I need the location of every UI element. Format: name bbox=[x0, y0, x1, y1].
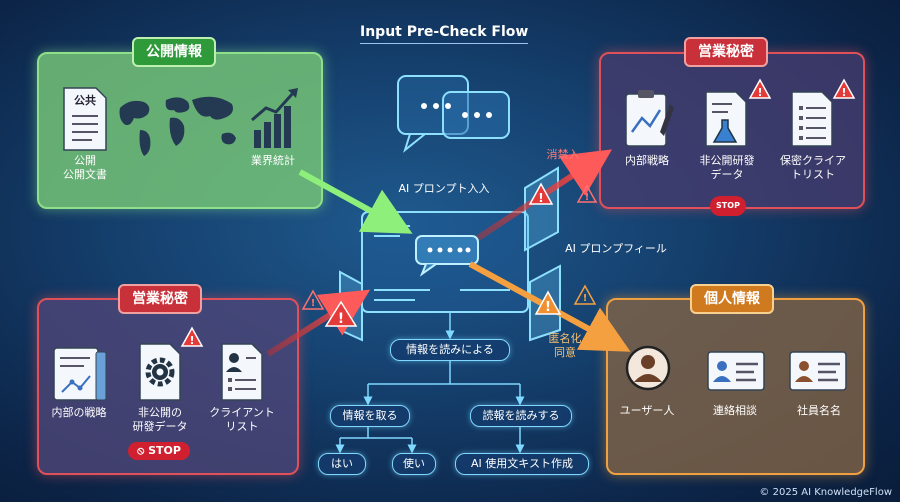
alert-icon: ! bbox=[748, 78, 772, 99]
alert-icon: ! bbox=[180, 326, 204, 347]
stop-label: STOP bbox=[148, 444, 181, 457]
svg-text:!: ! bbox=[311, 298, 316, 309]
stop-badge: ⦸ STOP bbox=[128, 442, 190, 460]
user-avatar-icon bbox=[625, 345, 671, 391]
prompt-filter-label: AI プロンプフィール bbox=[565, 242, 667, 255]
flow-yes-node: はい bbox=[318, 453, 366, 475]
svg-text:!: ! bbox=[757, 86, 762, 99]
public-doc-header: 公共 bbox=[74, 94, 96, 107]
warning-icon: ! bbox=[534, 290, 562, 315]
no-entry-icon: ⦸ bbox=[137, 444, 149, 457]
client-list-label-bottom-b: リスト bbox=[225, 420, 259, 433]
prohibited-label: 消禁入 bbox=[546, 148, 580, 161]
public-doc-label-2: 公開文書 bbox=[63, 168, 107, 181]
world-map-icon bbox=[119, 96, 236, 156]
public-document-icon bbox=[63, 87, 107, 151]
prompt-input-label: AI プロンプト入入 bbox=[398, 182, 490, 195]
client-list-label-bottom-a: クライアント bbox=[209, 406, 275, 419]
warning-outline-icon: ! bbox=[576, 184, 598, 203]
user-label: ユーザー人 bbox=[619, 404, 675, 417]
warning-outline-icon: ! bbox=[573, 284, 597, 305]
client-list-label-a: 保密クライア bbox=[780, 154, 846, 167]
lab-flask-document-icon bbox=[705, 91, 747, 147]
footer-copyright: © 2025 AI KnowledgeFlow bbox=[759, 487, 892, 498]
anonymize-label: 匿名化 bbox=[548, 332, 582, 345]
filter-gate-top bbox=[524, 166, 559, 252]
rd-data-label-b: データ bbox=[710, 168, 744, 181]
gear-document-icon bbox=[139, 343, 181, 401]
svg-text:!: ! bbox=[583, 293, 588, 304]
flow-use-node: 使い bbox=[392, 453, 436, 475]
flow-read2-node: 読報を読みする bbox=[470, 405, 572, 427]
svg-text:!: ! bbox=[585, 192, 590, 203]
flow-read-node: 情報を読みによる bbox=[390, 339, 510, 361]
svg-text:!: ! bbox=[841, 86, 846, 99]
industry-stats-label: 業界統計 bbox=[251, 154, 295, 167]
public-info-badge: 公開情報 bbox=[132, 37, 216, 67]
trade-secret-badge-bottom: 営業秘密 bbox=[118, 284, 202, 314]
svg-text:!: ! bbox=[545, 300, 551, 315]
trade-secret-badge-top: 営業秘密 bbox=[684, 37, 768, 67]
client-list-icon bbox=[221, 343, 263, 401]
svg-text:!: ! bbox=[338, 311, 344, 327]
arrow-secret-to-prompt bbox=[266, 289, 371, 357]
contact-card-icon bbox=[707, 351, 765, 391]
client-list-label-b: トリスト bbox=[791, 168, 835, 181]
flow-take-node: 情報を取る bbox=[330, 405, 410, 427]
svg-text:!: ! bbox=[538, 191, 543, 205]
contact-label: 連絡相談 bbox=[713, 404, 757, 417]
svg-text:!: ! bbox=[189, 334, 194, 347]
employee-card-icon bbox=[789, 351, 847, 391]
flow-create-node: AI 使用文キスト作成 bbox=[455, 453, 589, 475]
chat-bubbles-icon bbox=[397, 75, 510, 153]
confidential-list-icon bbox=[791, 91, 833, 147]
internal-strategy-icon bbox=[53, 347, 107, 401]
employee-name-label: 社員名名 bbox=[797, 404, 841, 417]
consent-label: 同意 bbox=[554, 346, 576, 359]
stop-sign: STOP bbox=[710, 196, 746, 216]
rd-data-label-bottom-b: 研發データ bbox=[132, 420, 188, 433]
personal-info-badge: 個人情報 bbox=[690, 284, 774, 314]
rd-data-label-a: 非公開研發 bbox=[699, 154, 755, 167]
rd-data-label-bottom-a: 非公開の bbox=[138, 406, 182, 419]
industry-stats-icon bbox=[251, 88, 298, 148]
prompt-panel-icon bbox=[361, 211, 529, 313]
alert-icon: ! bbox=[832, 78, 856, 99]
warning-icon: ! bbox=[528, 182, 554, 205]
internal-strategy-label-bottom: 内部の戦略 bbox=[51, 406, 107, 419]
flow-connectors bbox=[335, 312, 525, 454]
arrow-public-to-prompt bbox=[298, 169, 413, 234]
page-title: Input Pre-Check Flow bbox=[360, 24, 529, 44]
warning-icon: ! bbox=[324, 300, 358, 327]
warning-outline-icon: ! bbox=[301, 289, 325, 310]
public-doc-label-1: 公開 bbox=[74, 154, 96, 167]
clipboard-strategy-icon bbox=[625, 90, 674, 147]
internal-strategy-label: 内部戦略 bbox=[625, 154, 669, 167]
